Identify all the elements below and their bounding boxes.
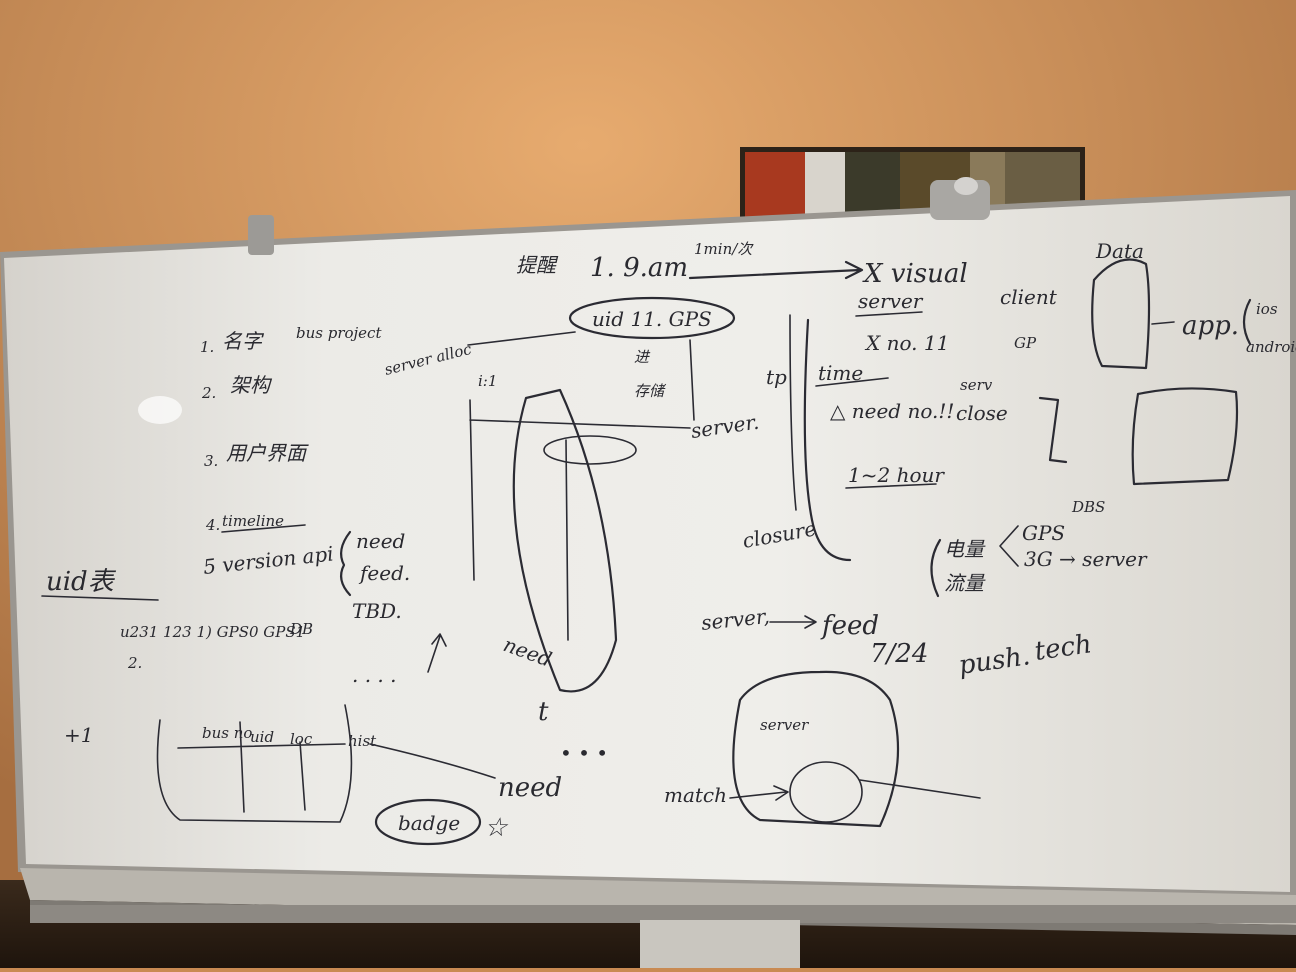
list-item2-chinese: 架构 xyxy=(230,373,273,397)
uid-gps-oval xyxy=(568,296,736,340)
bracket-doodle xyxy=(1038,396,1068,464)
server-alloc-arrow xyxy=(467,331,576,346)
server-feed-arrow xyxy=(769,615,817,629)
list-item3-chinese: 用户界面 xyxy=(226,441,309,465)
feed-mid-text: feed xyxy=(820,611,879,641)
uid-gps-text: uid 11. GPS xyxy=(592,307,712,331)
list-item1-number: 1. xyxy=(200,338,214,356)
close-right-text: close xyxy=(956,401,1008,425)
uid-table-underline xyxy=(41,595,159,601)
tp-text: tp xyxy=(766,365,787,389)
data-app-arrow xyxy=(1151,321,1175,325)
server-circle-text: server xyxy=(760,716,809,734)
hour-text: 1~2 hour xyxy=(848,463,945,487)
receiver-circle xyxy=(789,761,863,823)
table-hist-header: hist xyxy=(348,732,377,750)
list-item3-number: 3. xyxy=(204,452,218,470)
timeline-axis xyxy=(565,439,569,641)
blank-screen-box xyxy=(1131,387,1239,486)
nine-am-text: 1. 9.am xyxy=(590,253,688,283)
list-item1-english: bus project xyxy=(296,324,382,342)
i1-text: i:1 xyxy=(478,372,497,390)
feed-text: feed. xyxy=(358,561,410,585)
match-arrow xyxy=(729,785,789,801)
hour-underline xyxy=(845,483,937,489)
jin-text: 进 xyxy=(634,348,651,366)
badge-oval xyxy=(374,798,482,846)
visual-text: X visual xyxy=(862,259,968,289)
table-busno-header: bus no xyxy=(202,724,252,742)
need-no11-text: △ need no.!! xyxy=(830,399,954,423)
server-vertical-line-2 xyxy=(789,314,797,511)
per-minute-text: 1min/次 xyxy=(694,240,754,258)
data-box xyxy=(1091,258,1151,370)
dianliang-text: 电量 xyxy=(944,537,986,561)
bottom-dots: • • • xyxy=(560,741,608,765)
match-text: match xyxy=(664,783,727,807)
hist-to-need-arrow xyxy=(369,743,496,779)
gp-text: GP xyxy=(1014,334,1037,352)
client-text: client xyxy=(1000,285,1058,309)
timeline-loop xyxy=(512,388,618,693)
3g-server-text: 3G → server xyxy=(1024,547,1148,571)
table-uid-header: uid xyxy=(250,728,274,746)
timeline-underline xyxy=(221,524,306,533)
gps-3g-bracket xyxy=(999,525,1019,567)
up-arrow xyxy=(427,633,447,673)
to-visual-arrow xyxy=(688,260,864,280)
ios-text: ios xyxy=(1256,300,1278,318)
star-doodle: ☆ xyxy=(484,813,509,843)
timeline-head-oval xyxy=(543,435,637,465)
dbs-text: DBS xyxy=(1071,498,1105,516)
android-text: android xyxy=(1246,338,1296,356)
need-bottom-text: need xyxy=(498,773,562,803)
gps-text: GPS xyxy=(1022,521,1065,545)
plus-one-text: +1 xyxy=(64,723,93,747)
power-brace xyxy=(930,538,942,598)
uid-row1-text: u231 123 1) GPS0 GPS1 xyxy=(120,623,305,641)
whiteboard-frame xyxy=(0,177,1296,968)
t-bottom-text: t xyxy=(538,697,549,727)
down-line xyxy=(689,339,695,421)
list-item1-chinese: 名字 xyxy=(222,329,265,353)
list-item4-english: timeline xyxy=(222,512,284,530)
server-top-text: server xyxy=(858,289,924,313)
server-column: server X no. 11 time tp △ need no.!! ser… xyxy=(664,289,1148,828)
server-top-underline xyxy=(855,311,923,317)
ellipsis-text: . . . . xyxy=(352,663,397,687)
table-sketch-lines xyxy=(177,721,346,813)
serv-text: serv xyxy=(960,376,993,394)
cunchu-text: 存储 xyxy=(634,382,667,400)
client-side: client GP Data app. ios android xyxy=(1000,239,1296,486)
outgoing-line xyxy=(859,779,981,799)
table-sketch-outline xyxy=(156,704,353,823)
seven24-text: 7/24 xyxy=(870,639,928,669)
x-no11-text: X no. 11 xyxy=(864,331,949,355)
list-item2-number: 2. xyxy=(201,384,216,402)
timeline-frame xyxy=(469,399,691,581)
time-arrow xyxy=(815,377,889,387)
data-text: Data xyxy=(1095,239,1144,263)
uid-table-title: uid表 xyxy=(46,567,117,597)
version-brace xyxy=(339,530,352,597)
app-brace xyxy=(1242,298,1252,346)
tbd-text: TBD. xyxy=(352,599,402,623)
uid-row2-text: 2. xyxy=(127,654,142,672)
tixing-text: 提醒 xyxy=(516,253,559,277)
agenda-list: 1. 名字 bus project 2. 架构 3. 用户界面 4. timel… xyxy=(200,324,382,534)
need-text: need xyxy=(356,529,405,553)
badge-text: badge xyxy=(398,811,460,835)
server-vertical-line xyxy=(803,318,852,562)
list-item4-number: 4. xyxy=(205,516,220,534)
app-text: app. xyxy=(1182,311,1239,341)
table-loc-header: loc xyxy=(290,730,313,748)
db-text: DB xyxy=(289,620,313,638)
liuliang-text: 流量 xyxy=(944,571,986,595)
